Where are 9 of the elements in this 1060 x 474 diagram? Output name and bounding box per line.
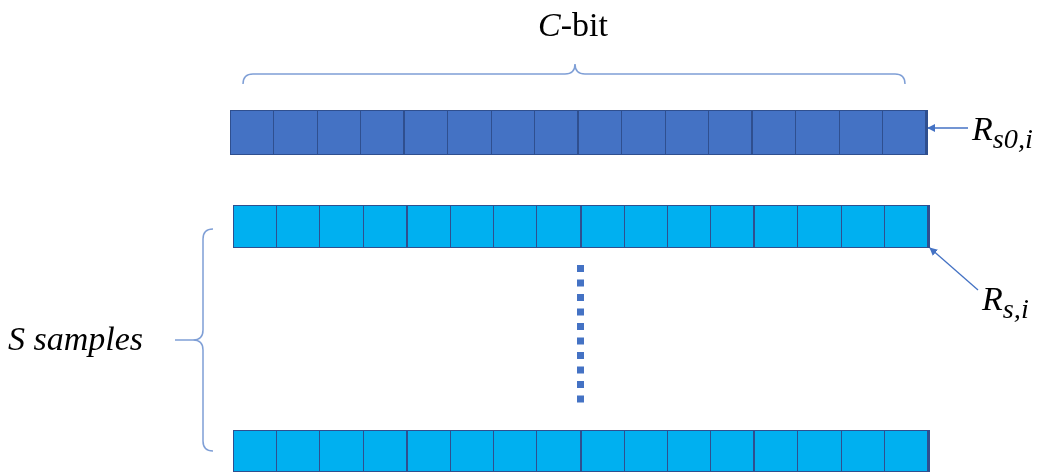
register-bar (233, 430, 930, 472)
bit-width-label: C-bit (538, 8, 608, 42)
register-label: R$_{s,i}$ (982, 282, 1029, 324)
sample-count-label: S samples (8, 322, 144, 356)
arrow (927, 124, 969, 132)
register-bar (230, 110, 928, 155)
register-bar (233, 205, 930, 248)
arrow (929, 247, 979, 291)
register-label: R$_{s0,i}$ (972, 112, 1033, 154)
